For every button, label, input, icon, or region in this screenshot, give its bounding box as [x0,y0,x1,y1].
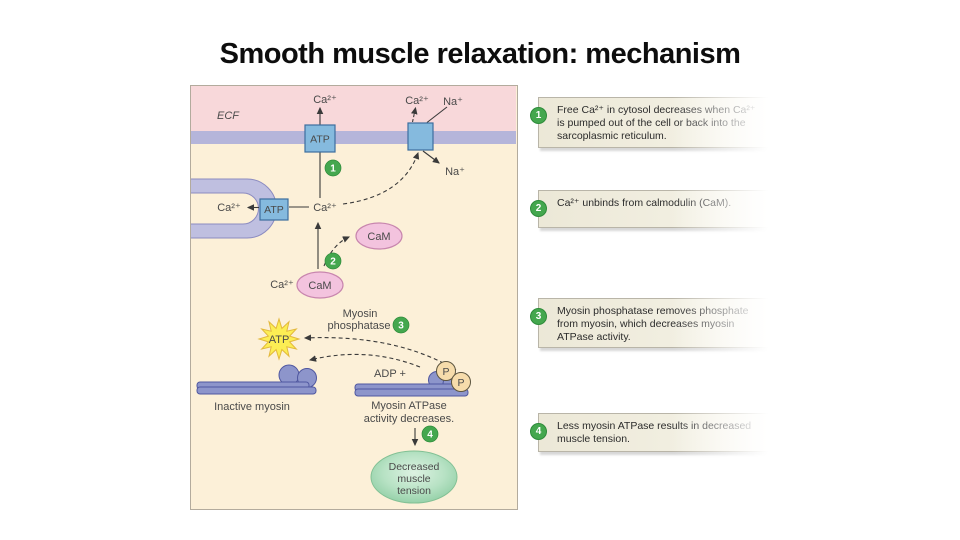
na-in-label: Na⁺ [445,166,465,178]
myosin-atpase-label-2: activity decreases. [364,413,454,425]
phosphorylated-myosin: ADP + P P Myosin ATPase activity decreas… [354,361,471,425]
cell-membrane [191,131,516,144]
tension-label-2: muscle [397,473,430,485]
callout-step-4: 4 Less myosin ATPase results in decrease… [530,413,772,452]
callout-1-badge: 1 [530,107,547,124]
myosin-atpase-label-1: Myosin ATPase [371,400,447,412]
complex-cam-label: CaM [308,280,331,292]
arrow-to-inactive-myosin [308,353,421,368]
svg-text:P: P [442,366,449,378]
myosin-phosphatase-label-2: phosphatase [328,320,391,332]
cytosol-region [191,86,516,508]
callout-4-badge: 4 [530,423,547,440]
calcium-calmodulin-unbinding: CaM 2 Ca²⁺ CaM [270,221,403,299]
callout-3-badge: 3 [530,308,547,325]
step-4-badge: 4 [421,425,439,443]
step-2-badge: 2 [324,252,342,270]
callout-2-text: Ca²⁺ unbinds from calmodulin (CaM). [557,197,732,209]
svg-text:P: P [457,377,464,389]
callout-2-badge: 2 [530,200,547,217]
callout-step-2: 2 Ca²⁺ unbinds from calmodulin (CaM). [530,190,772,228]
callout-1-text: Free Ca²⁺ in cytosol decreases when Ca²⁺… [557,104,756,142]
atp-pump-label: ATP [310,134,330,146]
svg-text:2: 2 [330,257,336,268]
phosphate-circle-2: P [451,372,471,392]
atp-starburst: ATP [257,317,301,361]
sodium-calcium-exchanger: Ca²⁺ Na⁺ Na⁺ [342,95,465,205]
phosphate-circle-1: P [436,361,456,381]
ecf-region [191,86,516,131]
myosin-phosphatase-label-1: Myosin [343,308,378,320]
ca-cytosol-label: Ca²⁺ [313,202,337,214]
slide-title: Smooth muscle relaxation: mechanism [219,38,741,70]
atp-star-label: ATP [269,334,290,346]
callout-step-3: 3 Myosin phosphatase removes phosphate f… [530,298,772,348]
figure-panel: ECF ATP Ca²⁺ 1 Ca²⁺ [190,85,518,510]
free-cam-ellipse [355,222,403,250]
svg-text:3: 3 [398,321,404,332]
ca-out-exchanger-label: Ca²⁺ [405,95,429,107]
decreased-tension-ellipse: Decreased muscle tension [370,450,458,504]
ecf-label: ECF [217,110,240,122]
inactive-myosin-label: Inactive myosin [214,401,290,413]
step-3-badge: 3 [392,316,410,334]
svg-text:1: 1 [330,164,336,175]
callout-step-1: 1 Free Ca²⁺ in cytosol decreases when Ca… [530,97,772,148]
adp-label: ADP + [374,368,406,380]
sr-calcium-pump: ATP Ca²⁺ Ca²⁺ [217,198,337,221]
tension-label-3: tension [397,485,431,497]
tension-label-1: Decreased [389,461,440,473]
callout-3-text: Myosin phosphatase removes phosphate fro… [557,305,749,343]
svg-text:4: 4 [427,430,433,441]
callout-4-text: Less myosin ATPase results in decreased … [557,420,752,445]
calcium-atpase-pump: ATP Ca²⁺ [304,94,337,198]
step-1-badge: 1 [324,159,342,177]
inactive-myosin: Inactive myosin [196,364,317,413]
ca-sr-label: Ca²⁺ [217,202,241,214]
ca-out-label: Ca²⁺ [313,94,337,106]
ca-cam-complex-ellipse [296,271,344,299]
na-out-label: Na⁺ [443,96,463,108]
sr-atp-label: ATP [264,204,284,216]
free-cam-label: CaM [367,231,390,243]
ca-complex-label: Ca²⁺ [270,279,294,291]
mechanism-diagram: ECF ATP Ca²⁺ 1 Ca²⁺ [191,86,516,508]
